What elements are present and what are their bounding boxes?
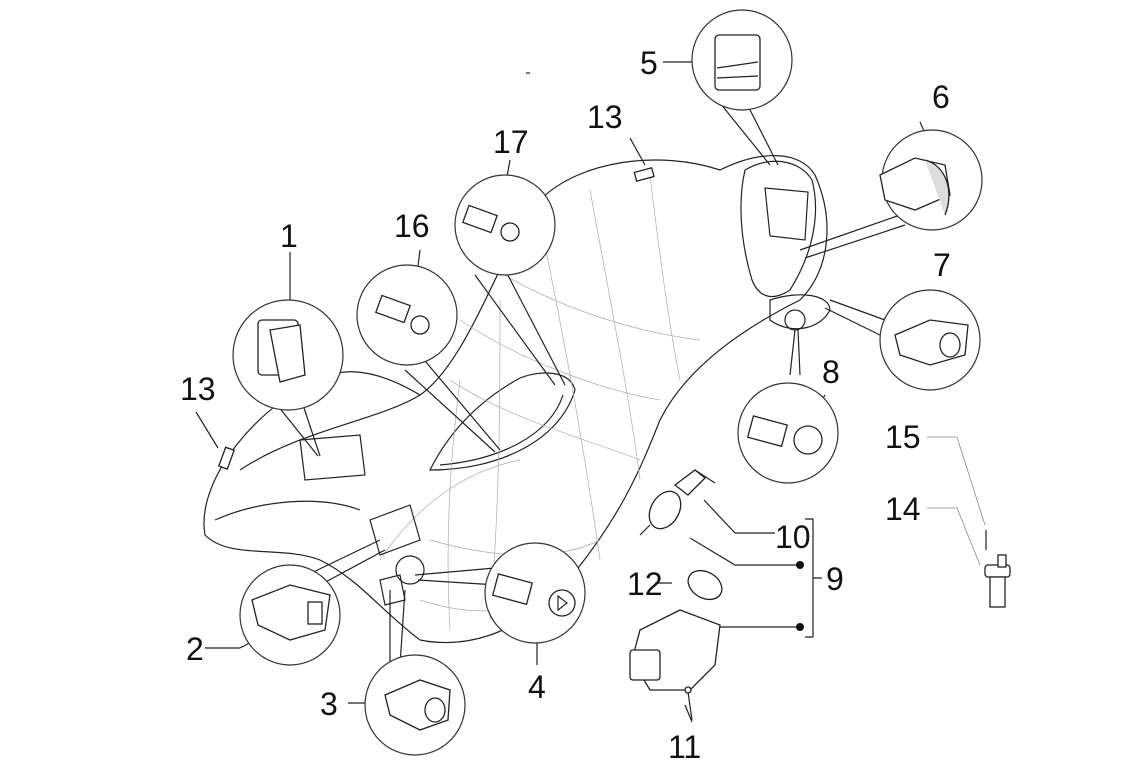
bubble-8 — [737, 382, 839, 484]
callout-5: 5 — [640, 45, 658, 81]
bulb-13-left — [217, 446, 235, 470]
bubble-2 — [239, 564, 341, 666]
callout-12: 12 — [627, 566, 663, 602]
bubble-7 — [879, 289, 981, 391]
bubble-16 — [356, 264, 458, 366]
keys-10 — [639, 469, 716, 536]
callout-7: 7 — [933, 247, 951, 283]
lock-cylinder-9 — [629, 609, 721, 691]
callout-17: 17 — [493, 124, 529, 160]
screw-11 — [684, 686, 693, 721]
bubble-3 — [364, 654, 466, 756]
bubble-1 — [232, 299, 344, 411]
callout-15: 15 — [885, 419, 921, 455]
bubble-5 — [691, 9, 793, 111]
callout-8: 8 — [822, 354, 840, 390]
handlebar-body — [203, 154, 831, 644]
bubble-17 — [454, 174, 556, 276]
callout-13-top: 13 — [587, 99, 623, 135]
callout-1: 1 — [280, 218, 298, 254]
callout-10: 10 — [775, 519, 811, 555]
stop-switch-14 — [984, 530, 1011, 608]
bracket-dot — [796, 623, 804, 631]
callout-4: 4 — [528, 669, 546, 705]
callout-16: 16 — [394, 208, 430, 244]
callout-labels: 1 2 3 4 5 6 7 8 9 10 11 12 13 13 14 15 1… — [180, 45, 951, 765]
callout-9: 9 — [826, 561, 844, 597]
bubble-4 — [484, 542, 586, 644]
ring-12 — [687, 569, 723, 601]
callout-14: 14 — [885, 491, 921, 527]
callout-6: 6 — [932, 79, 950, 115]
callout-3: 3 — [320, 686, 338, 722]
leader-lines — [195, 61, 986, 723]
callout-2: 2 — [186, 631, 204, 667]
bulb-13-top — [633, 167, 655, 182]
hazard-triangle-icon — [557, 594, 568, 612]
bracket-dot — [796, 561, 804, 569]
callout-13-left: 13 — [180, 371, 216, 407]
callout-11: 11 — [668, 729, 701, 765]
bubble-6 — [879, 129, 983, 231]
